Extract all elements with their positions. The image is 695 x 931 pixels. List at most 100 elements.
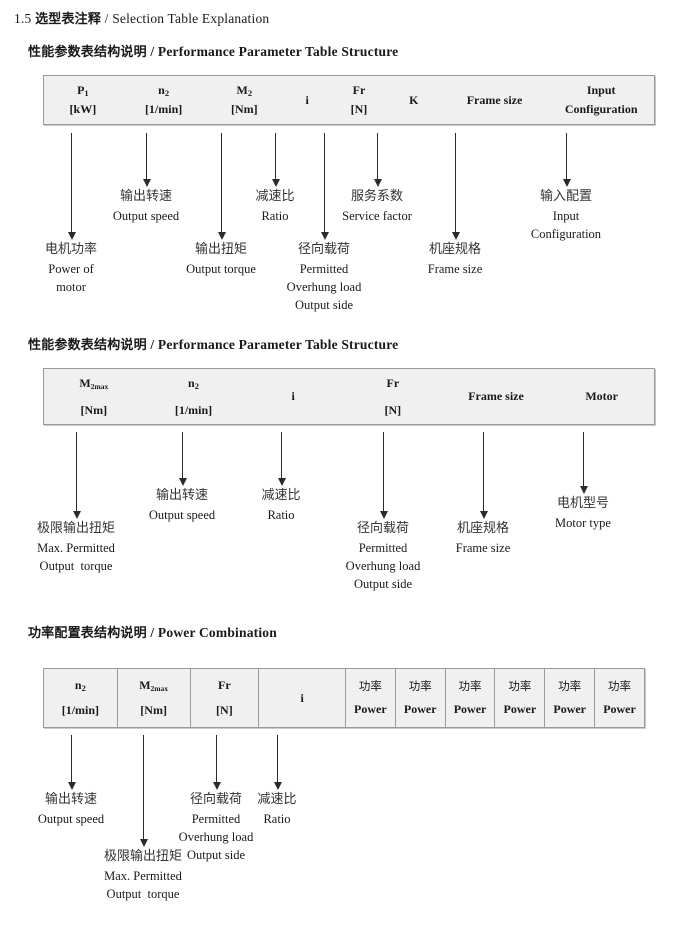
annotation-en: Overhung load	[178, 829, 254, 844]
power-combination-table: n2 [1/min] M2max [Nm] Fr [N] i 功率 Power …	[43, 668, 645, 728]
section-title-en: Power Combination	[157, 625, 277, 640]
section-title-cn: 性能参数表结构说明	[28, 45, 147, 60]
cell-symbol: n	[74, 678, 82, 693]
cell-symbol: n	[158, 83, 165, 98]
section-title-en: Performance Parameter Table Structure	[157, 337, 399, 352]
annotation-ratio: 减速比 Ratio	[261, 487, 300, 524]
cell-unit: [1/min]	[144, 102, 183, 116]
cell-symbol: i	[300, 690, 304, 705]
annotation-ratio: 减速比 Ratio	[257, 791, 296, 828]
annotation-cn: 减速比	[261, 488, 301, 503]
cell-symbol: Input	[586, 83, 616, 98]
table-header-cell: Motor	[549, 369, 654, 424]
annotation-input-configuration: 输入配置 Input Configuration	[531, 188, 601, 243]
annotation-cn: 机座规格	[428, 242, 481, 257]
annotation-en: Frame size	[455, 540, 511, 555]
table-header-cell: 功率 Power	[544, 669, 594, 727]
pointer-arrow-input-configuration	[562, 133, 571, 187]
cell-unit: Power	[453, 701, 487, 716]
annotation-en: Output speed	[112, 208, 180, 223]
annotation-output-speed: 输出转速 Output speed	[149, 487, 215, 524]
cell-symbol: M	[236, 83, 248, 98]
section-title-separator: /	[150, 44, 155, 59]
annotation-en: Max. Permitted	[37, 540, 115, 555]
cell-unit: [Nm]	[80, 402, 108, 417]
cell-cn-label: 功率	[458, 678, 482, 693]
annotation-overhung-load: 径向载荷 Permitted Overhung load Output side	[287, 241, 362, 314]
annotation-cn: 输入配置	[539, 189, 593, 204]
page-title-separator: /	[104, 11, 109, 26]
table-header-cell: K	[387, 76, 441, 124]
annotation-cn: 减速比	[257, 792, 297, 807]
annotation-en: Overhung load	[286, 279, 362, 294]
annotation-en: Output torque	[39, 558, 113, 573]
annotation-power-of-motor: 电机功率 Power of motor	[45, 241, 97, 296]
cell-subscript: 2	[164, 88, 170, 99]
annotation-en: Ratio	[263, 811, 291, 826]
table-header-cell: n2 [1/min]	[144, 369, 244, 424]
table-header-cell: Frame size	[443, 369, 550, 424]
cell-symbol: i	[291, 389, 295, 404]
cell-cn-label: 功率	[508, 678, 532, 693]
annotation-en: Output torque	[106, 886, 180, 901]
pointer-arrow-output-speed	[142, 133, 151, 187]
table-header-cell: Frame size	[441, 76, 549, 124]
cell-symbol: M	[79, 375, 91, 390]
cell-unit: Power	[603, 701, 636, 716]
cell-subscript: 2	[247, 88, 253, 99]
table-header-cell: M2 [Nm]	[205, 76, 283, 124]
annotation-frame-size: 机座规格 Frame size	[428, 241, 483, 278]
annotation-cn: 机座规格	[456, 521, 509, 536]
cell-unit: Configuration	[564, 102, 638, 116]
cell-symbol: i	[305, 92, 309, 107]
pointer-arrow-ratio	[271, 133, 280, 187]
annotation-en: motor	[56, 279, 86, 294]
table-header-cell: 功率 Power	[344, 669, 395, 727]
cell-symbol: Frame size	[466, 92, 523, 107]
annotation-en: Output speed	[37, 811, 105, 826]
annotation-frame-size: 机座规格 Frame size	[456, 520, 511, 557]
annotation-max-output-torque: 极限输出扭矩 Max. Permitted Output torque	[37, 520, 115, 575]
table-header-cell: Fr [N]	[189, 669, 259, 727]
annotation-output-speed: 输出转速 Output speed	[113, 188, 179, 225]
annotation-en: Configuration	[530, 226, 602, 241]
section-title-cn: 性能参数表结构说明	[28, 338, 147, 353]
page-title-cn: 选型表注释	[35, 12, 102, 27]
cell-symbol: Fr	[218, 678, 231, 693]
table-header-cell: Fr [N]	[331, 76, 387, 124]
annotation-overhung-load: 径向载荷 Permitted Overhung load Output side	[179, 791, 254, 864]
table-header-cell: n2 [1/min]	[44, 669, 117, 727]
cell-subscript: 2	[81, 683, 86, 694]
annotation-en: Permitted	[358, 540, 408, 555]
pointer-arrow-max-output-torque	[139, 735, 148, 847]
annotation-cn: 输出转速	[44, 792, 97, 807]
annotation-en: Power of	[48, 261, 94, 276]
annotation-en: Frame size	[427, 261, 483, 276]
cell-unit: Power	[503, 701, 537, 716]
performance-parameter-table-2: M2max [Nm] n2 [1/min] i Fr [N] Frame siz…	[43, 368, 655, 425]
cell-symbol: P	[77, 83, 85, 98]
cell-unit: [N]	[216, 703, 233, 717]
section-title-separator: /	[150, 337, 155, 352]
cell-unit: Power	[403, 701, 437, 716]
cell-unit: [Nm]	[140, 703, 167, 717]
page-title-en: Selection Table Explanation	[112, 11, 270, 26]
annotation-max-output-torque: 极限输出扭矩 Max. Permitted Output torque	[104, 848, 182, 903]
pointer-arrow-ratio	[277, 432, 286, 486]
cell-cn-label: 功率	[358, 678, 382, 693]
table-header-cell: 功率 Power	[494, 669, 544, 727]
cell-symbol: Motor	[585, 389, 618, 404]
cell-cn-label: 功率	[608, 678, 632, 693]
annotation-en: Motor type	[555, 515, 611, 530]
pointer-arrow-ratio	[273, 735, 282, 790]
annotation-cn: 径向载荷	[189, 792, 243, 807]
table-header-cell: n2 [1/min]	[122, 76, 206, 124]
pointer-arrow-output-torque	[217, 133, 226, 240]
pointer-arrow-max-output-torque	[72, 432, 81, 519]
section-title-performance-2: 性能参数表结构说明 / Performance Parameter Table …	[28, 334, 398, 353]
table-header-cell: M2max [Nm]	[44, 369, 144, 424]
annotation-en: Output side	[295, 298, 353, 313]
page-title-number: 1.5	[14, 11, 32, 26]
annotation-motor-type: 电机型号 Motor type	[555, 495, 611, 532]
annotation-en: Output side	[187, 848, 245, 863]
